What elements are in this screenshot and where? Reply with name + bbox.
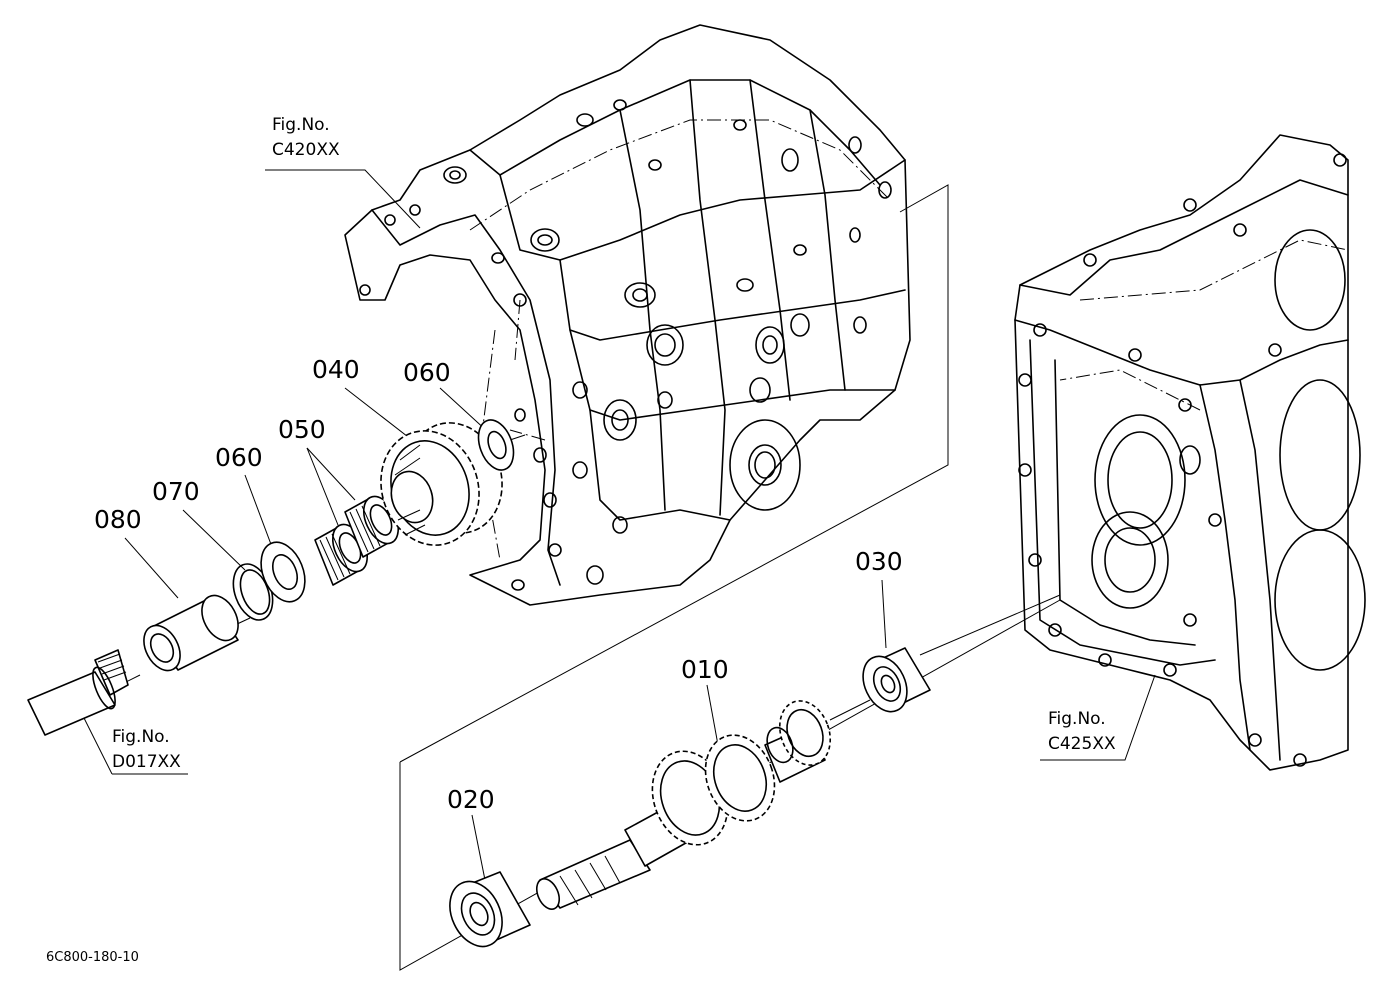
- figure-ref-c425-line1: Fig.No.: [1048, 709, 1106, 729]
- part-020-bearing: [449, 871, 531, 948]
- transmission-case-left: [344, 24, 911, 606]
- part-030-bearing: [862, 647, 931, 713]
- part-number-label: 040: [312, 355, 360, 384]
- part-060-washer-lower: [260, 541, 306, 603]
- part-060-washer-upper: [477, 419, 515, 471]
- figure-ref-d017-line1: Fig.No.: [112, 727, 170, 747]
- part-number-label: 070: [152, 477, 200, 506]
- part-number-label: 060: [215, 443, 263, 472]
- part-080-coupling: [143, 594, 239, 672]
- diagram-code: 6C800-180-10: [46, 950, 139, 965]
- transmission-case-right: [1014, 134, 1366, 771]
- part-number-label: 060: [403, 358, 451, 387]
- part-number-label: 080: [94, 505, 142, 534]
- figure-ref-d017-line2: D017XX: [112, 752, 181, 772]
- figure-ref-c425-line2: C425XX: [1048, 734, 1116, 754]
- part-number-label: 030: [855, 547, 903, 576]
- part-number-label: 010: [681, 655, 729, 684]
- figure-ref-c420-line1: Fig.No.: [272, 115, 330, 135]
- part-number-label: 050: [278, 415, 326, 444]
- shaft-stub: [27, 649, 129, 736]
- part-number-label: 020: [447, 785, 495, 814]
- figure-ref-c420-line2: C420XX: [272, 140, 340, 160]
- part-010-gear-shaft: [535, 700, 832, 910]
